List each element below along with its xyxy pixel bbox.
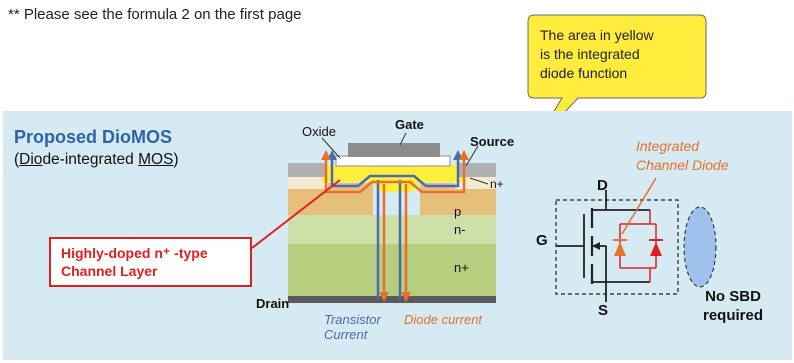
- channel-layer-callout: Highly-doped n⁺ -type Channel Layer: [49, 237, 252, 287]
- panel-subtitle: (Diode-integrated MOS): [14, 151, 179, 168]
- body-diode-icon: [650, 242, 662, 256]
- drain-label: Drain: [256, 296, 290, 311]
- source-contact-right: [459, 163, 496, 177]
- diode-current-label: Diode current: [404, 312, 483, 327]
- terminal-d-label: D: [597, 177, 608, 194]
- source-label: Source: [470, 134, 515, 149]
- n-plus-top-label: n+: [490, 177, 504, 191]
- transistor-current-path: [330, 157, 460, 188]
- redbox-pointer: [251, 179, 341, 249]
- p-label: p: [454, 204, 462, 219]
- oxide-label: Oxide: [302, 124, 336, 139]
- n-plus-substrate-label: n+: [454, 260, 469, 275]
- diode-current-path: [324, 157, 466, 194]
- no-sbd-ellipse: [683, 206, 717, 288]
- transistor-current-label: Transistor Current: [324, 312, 381, 342]
- gate-electrode: [348, 143, 440, 157]
- n-plus-left: [288, 177, 328, 189]
- circuit-dashed-box: [555, 199, 679, 295]
- no-sbd-label: No SBD required: [703, 288, 764, 324]
- integrated-diode-icon: [614, 242, 626, 256]
- terminal-g-label: G: [536, 232, 548, 249]
- drain-electrode: [288, 296, 496, 303]
- channel-layer: [322, 165, 466, 192]
- oxide: [335, 155, 451, 167]
- integrated-diode-label: Integrated Channel Diode: [636, 138, 729, 173]
- n-minus-layer: [288, 215, 496, 244]
- callout-text: The area in yellow is the integrated dio…: [540, 27, 654, 81]
- source-contact-left: [288, 163, 325, 177]
- panel-title: Proposed DioMOS: [14, 127, 173, 147]
- gate-label: Gate: [395, 117, 424, 132]
- n-minus-label: n-: [454, 222, 466, 237]
- n-plus-substrate: [288, 244, 496, 296]
- terminal-s-label: S: [598, 302, 609, 319]
- footnote: ** Please see the formula 2 on the first…: [8, 6, 302, 23]
